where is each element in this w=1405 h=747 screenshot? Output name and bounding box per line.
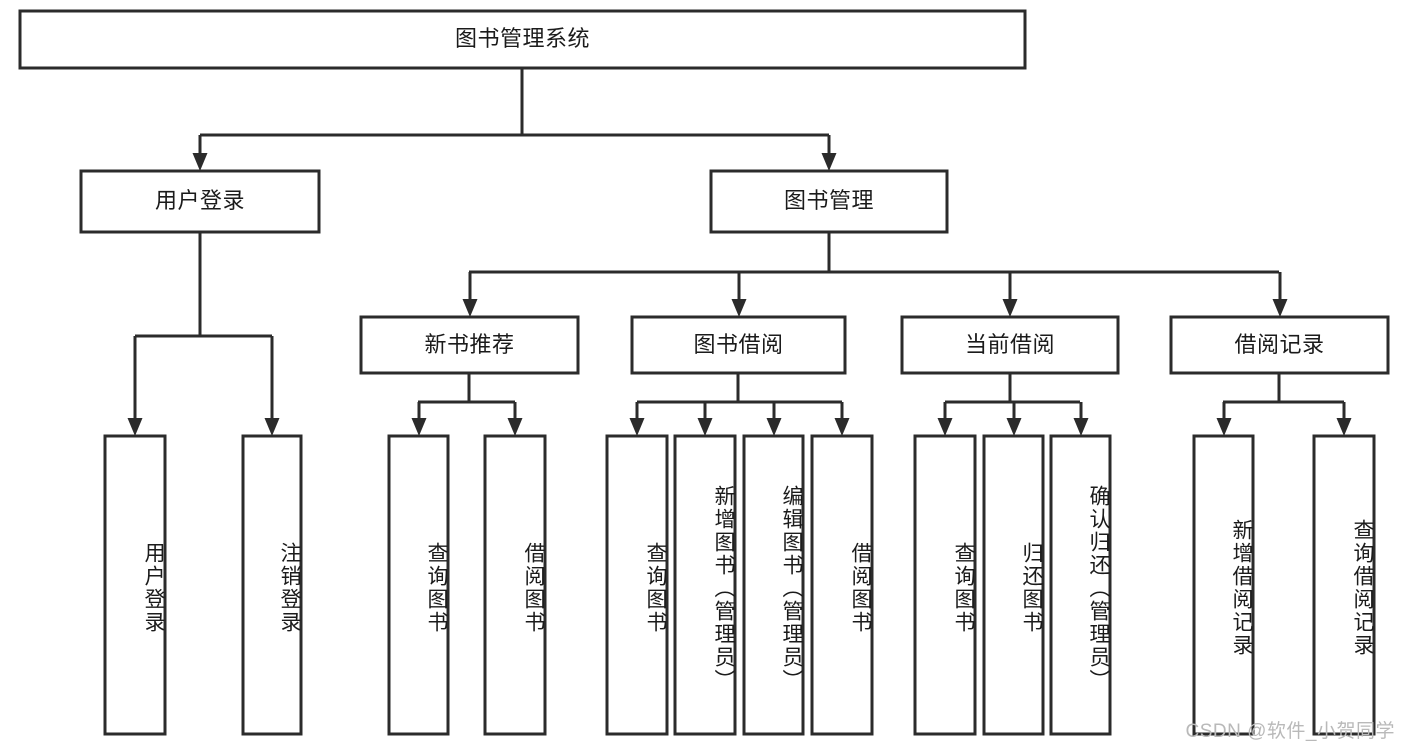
edge-book-mgmt-to-new-book-rec — [462, 272, 478, 317]
node-leaf-query-book-2[interactable] — [605, 434, 669, 736]
edge-book-mgmt-to-borrow-record — [1272, 272, 1288, 317]
node-hit-leaf-add-record[interactable] — [1194, 436, 1253, 734]
edge-borrow-record-to-leaf-query-record — [1336, 402, 1352, 436]
node-hit-book-mgmt[interactable] — [711, 171, 947, 232]
node-leaf-confirm-return[interactable] — [1049, 434, 1112, 736]
node-leaf-query-record[interactable] — [1312, 434, 1376, 736]
edge-new-book-rec-to-leaf-query-book-1 — [411, 402, 427, 436]
edge-current-borrow-to-leaf-confirm-return — [1073, 402, 1089, 436]
edges-layer — [127, 68, 1352, 436]
node-hit-leaf-user-login[interactable] — [105, 436, 165, 734]
edge-book-borrow-to-leaf-edit-book — [766, 402, 782, 436]
node-borrow-record[interactable] — [1169, 315, 1390, 375]
connector-row-current-borrow — [945, 373, 1080, 404]
edge-book-mgmt-to-current-borrow — [1002, 272, 1018, 317]
edge-borrow-record-to-leaf-add-record — [1216, 402, 1232, 436]
connector-row-borrow-record — [1223, 373, 1344, 404]
node-leaf-borrow-book-1[interactable] — [483, 434, 547, 736]
edge-current-borrow-to-leaf-return-book — [1006, 402, 1022, 436]
node-hit-leaf-query-book-3[interactable] — [915, 436, 975, 734]
node-book-mgmt[interactable] — [709, 169, 949, 234]
node-hit-leaf-borrow-book-1[interactable] — [485, 436, 545, 734]
edge-book-borrow-to-leaf-add-book — [697, 402, 713, 436]
node-hit-leaf-query-book-1[interactable] — [389, 436, 448, 734]
node-leaf-user-login[interactable] — [103, 434, 167, 736]
connector-row-root — [200, 68, 829, 137]
node-leaf-edit-book[interactable] — [742, 434, 805, 736]
connector-row-user-login — [135, 232, 272, 338]
edge-new-book-rec-to-leaf-borrow-book-1 — [507, 402, 523, 436]
node-user-login[interactable] — [79, 169, 321, 234]
node-hit-leaf-user-logout[interactable] — [243, 436, 301, 734]
connector-row-new-book-rec — [418, 373, 515, 404]
edge-book-borrow-to-leaf-query-book-2 — [629, 402, 645, 436]
nodes-layer — [18, 9, 1390, 736]
node-hit-leaf-return-book[interactable] — [984, 436, 1043, 734]
connector-row-book-mgmt — [469, 232, 1279, 274]
node-new-book-rec[interactable] — [359, 315, 580, 375]
node-hit-root[interactable] — [20, 11, 1025, 68]
node-hit-book-borrow[interactable] — [632, 317, 845, 373]
edge-user-login-to-leaf-user-logout — [264, 336, 280, 436]
node-book-borrow[interactable] — [630, 315, 847, 375]
node-hit-leaf-query-book-2[interactable] — [607, 436, 667, 734]
node-current-borrow[interactable] — [900, 315, 1120, 375]
edge-book-borrow-to-leaf-borrow-book-2 — [834, 402, 850, 436]
edge-root-to-user-login — [192, 135, 208, 171]
node-hit-leaf-borrow-book-2[interactable] — [812, 436, 872, 734]
node-hit-new-book-rec[interactable] — [361, 317, 578, 373]
connector-row-book-borrow — [637, 373, 842, 404]
edge-root-to-book-mgmt — [821, 135, 837, 171]
node-leaf-user-logout[interactable] — [241, 434, 303, 736]
node-hit-user-login[interactable] — [81, 171, 319, 232]
node-hit-leaf-confirm-return[interactable] — [1051, 436, 1110, 734]
node-hit-leaf-add-book[interactable] — [675, 436, 735, 734]
node-hit-borrow-record[interactable] — [1171, 317, 1388, 373]
node-leaf-add-book[interactable] — [673, 434, 737, 736]
node-leaf-return-book[interactable] — [982, 434, 1045, 736]
node-root[interactable] — [18, 9, 1027, 70]
node-hit-current-borrow[interactable] — [902, 317, 1118, 373]
node-leaf-borrow-book-2[interactable] — [810, 434, 874, 736]
node-leaf-add-record[interactable] — [1192, 434, 1255, 736]
node-hit-leaf-edit-book[interactable] — [744, 436, 803, 734]
edge-user-login-to-leaf-user-login — [127, 336, 143, 436]
node-hit-leaf-query-record[interactable] — [1314, 436, 1374, 734]
edge-book-mgmt-to-book-borrow — [731, 272, 747, 317]
edge-current-borrow-to-leaf-query-book-3 — [937, 402, 953, 436]
node-leaf-query-book-1[interactable] — [387, 434, 450, 736]
node-leaf-query-book-3[interactable] — [913, 434, 977, 736]
